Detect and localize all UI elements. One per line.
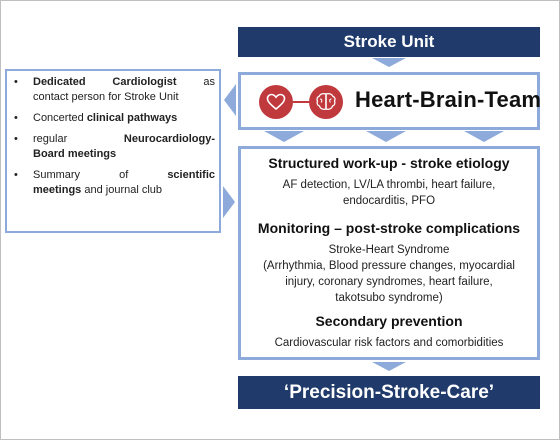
list-item: • Summary of scientific meetings and jou… xyxy=(11,168,215,198)
item-text: Summary xyxy=(33,169,81,181)
down-arrow-precision xyxy=(372,362,406,371)
bullet: • xyxy=(14,112,18,124)
item-text: as xyxy=(203,76,215,88)
precision-stroke-care-banner: ‘Precision-Stroke-Care’ xyxy=(238,376,540,409)
workup-text-monitoring-2: (Arrhythmia, Blood pressure changes, myo… xyxy=(263,260,515,272)
item-text: meetings xyxy=(33,184,82,196)
workup-box: Structured work-up - stroke etiology AF … xyxy=(238,146,540,360)
measures-list: • Dedicated Cardiologist as contact pers… xyxy=(11,75,215,204)
stroke-unit-label: Stroke Unit xyxy=(343,32,435,51)
workup-text-etiology-1: AF detection, LV/LA thrombi, heart failu… xyxy=(282,179,496,191)
icon-connector xyxy=(293,101,309,103)
heart-brain-team-title: Heart-Brain-Team xyxy=(355,87,542,112)
item-text: Cardiologist xyxy=(112,76,177,88)
workup-heading-monitoring: Monitoring – post-stroke complications xyxy=(257,220,521,236)
item-text: Concerted xyxy=(33,112,87,124)
item-text: scientific xyxy=(167,169,215,181)
item-text: and journal club xyxy=(81,184,163,196)
workup-text-monitoring-1: Stroke-Heart Syndrome xyxy=(328,244,450,256)
workup-heading-prevention: Secondary prevention xyxy=(315,313,463,329)
right-arrow-to-workup xyxy=(223,186,235,218)
left-arrow-to-panel xyxy=(224,84,236,116)
workup-text-etiology-2: endocarditis, PFO xyxy=(342,195,436,207)
down-arrow-right xyxy=(464,131,504,142)
item-text: Neurocardiology- xyxy=(123,133,215,145)
list-item: • regular Neurocardiology- Board meeting… xyxy=(11,132,215,162)
item-text: Dedicated xyxy=(33,76,86,88)
stroke-unit-banner: Stroke Unit xyxy=(238,27,540,57)
item-text: clinical pathways xyxy=(86,112,178,124)
list-item: • Concerted clinical pathways xyxy=(11,111,215,126)
item-text: Board meetings xyxy=(33,148,117,160)
list-item: • Dedicated Cardiologist as contact pers… xyxy=(11,75,215,105)
workup-text-monitoring-4: takotsubo syndrome) xyxy=(335,292,443,304)
precision-stroke-care-label: ‘Precision-Stroke-Care’ xyxy=(283,381,495,403)
item-text: regular xyxy=(33,133,68,145)
cardiology-measures-panel: • Dedicated Cardiologist as contact pers… xyxy=(5,69,221,233)
bullet: • xyxy=(14,169,18,181)
bullet: • xyxy=(14,133,18,145)
heart-brain-team-box: Heart-Brain-Team xyxy=(238,72,542,130)
down-arrow-left xyxy=(264,131,304,142)
workup-heading-etiology: Structured work-up - stroke etiology xyxy=(268,155,510,171)
workup-text-prevention: Cardiovascular risk factors and comorbid… xyxy=(274,337,504,349)
item-text: contact person for Stroke Unit xyxy=(33,91,179,103)
item-text: of xyxy=(119,169,129,181)
down-arrow-stroke-unit xyxy=(372,58,406,67)
down-arrow-center xyxy=(366,131,406,142)
bullet: • xyxy=(14,76,18,88)
heart-icon xyxy=(259,85,293,119)
workup-text-monitoring-3: injury, coronary syndromes, heart failur… xyxy=(285,276,493,288)
brain-icon xyxy=(309,85,343,119)
